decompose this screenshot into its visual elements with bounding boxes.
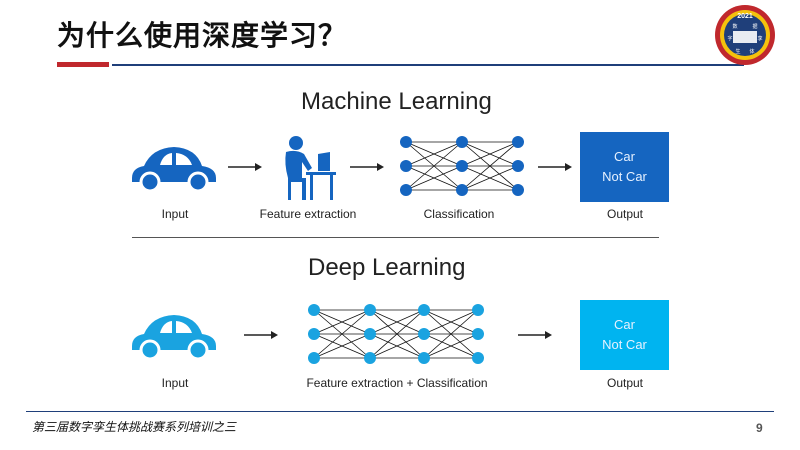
logo-char: 字 xyxy=(727,35,732,42)
car-icon xyxy=(132,147,216,193)
ml-output-box: Car Not Car xyxy=(580,132,669,202)
right-arrow-icon xyxy=(350,163,384,171)
output-label-car: Car xyxy=(614,317,635,332)
title-underline xyxy=(112,64,744,66)
logo-char: 体 xyxy=(749,48,754,55)
logo-char: 数 xyxy=(732,23,737,30)
neural-network-icon xyxy=(400,136,524,196)
challenge-logo: 2021 数 据 字 孪 生 体 xyxy=(715,5,775,65)
output-label-not-car: Not Car xyxy=(602,337,647,352)
logo-char: 生 xyxy=(735,48,740,55)
page-number: 9 xyxy=(756,421,763,435)
car-icon xyxy=(132,315,216,361)
logo-char: 据 xyxy=(752,23,757,30)
dl-step-feature-extraction-classification: Feature extraction + Classification xyxy=(306,376,488,390)
ml-step-output: Output xyxy=(606,207,644,221)
ml-step-input: Input xyxy=(161,207,189,221)
dl-step-input: Input xyxy=(161,376,189,390)
neural-network-icon xyxy=(308,304,484,364)
logo-year: 2021 xyxy=(737,13,753,20)
footer-divider xyxy=(26,411,774,412)
footer-caption: 第三届数字孪生体挑战赛系列培训之三 xyxy=(32,420,237,434)
logo-char: 孪 xyxy=(757,35,762,42)
person-at-computer-icon xyxy=(285,136,336,200)
slide-title: 为什么使用深度学习？ xyxy=(57,19,348,52)
ml-step-feature-extraction: Feature extraction xyxy=(259,207,357,221)
title-underline-accent xyxy=(57,62,109,67)
dl-step-output: Output xyxy=(606,376,644,390)
machine-learning-heading: Machine Learning xyxy=(301,88,492,115)
right-arrow-icon xyxy=(538,163,572,171)
output-label-car: Car xyxy=(614,149,635,164)
section-divider xyxy=(132,237,659,238)
right-arrow-icon xyxy=(228,163,262,171)
deep-learning-heading: Deep Learning xyxy=(308,254,466,281)
output-label-not-car: Not Car xyxy=(602,169,647,184)
right-arrow-icon xyxy=(518,331,552,339)
ml-step-classification: Classification xyxy=(423,207,495,221)
right-arrow-icon xyxy=(244,331,278,339)
dl-output-box: Car Not Car xyxy=(580,300,669,370)
